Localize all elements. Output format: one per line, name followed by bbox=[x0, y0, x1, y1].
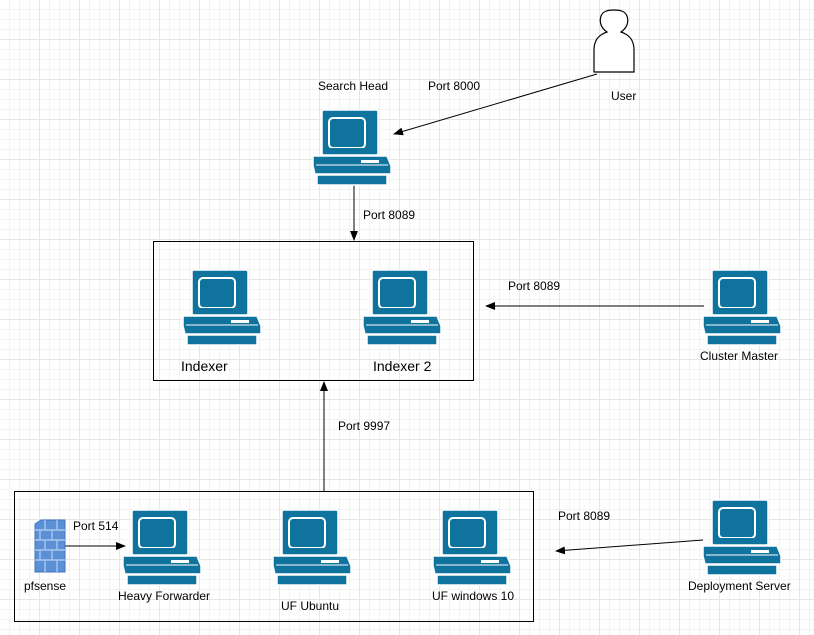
edge-label-port-8089-cluster-master: Port 8089 bbox=[508, 279, 561, 293]
edge-label-port-9997: Port 9997 bbox=[338, 419, 391, 433]
user-icon[interactable] bbox=[593, 9, 635, 73]
user-label: User bbox=[611, 89, 637, 103]
edge-label-port-8089-search-head: Port 8089 bbox=[363, 208, 416, 222]
search-head-computer-icon[interactable] bbox=[312, 109, 392, 186]
edge-deployment-to-forwarders[interactable] bbox=[555, 539, 704, 555]
indexer2-label: Indexer 2 bbox=[373, 358, 432, 374]
uf-windows-label: UF windows 10 bbox=[432, 589, 515, 603]
uf-windows-computer-icon[interactable] bbox=[432, 509, 512, 586]
deployment-server-label: Deployment Server bbox=[688, 579, 791, 593]
indexer-label: Indexer bbox=[181, 358, 228, 374]
forwarder-group-box[interactable] bbox=[14, 491, 534, 622]
cluster-master-computer-icon[interactable] bbox=[702, 269, 782, 346]
heavy-forwarder-label: Heavy Forwarder bbox=[118, 589, 211, 603]
uf-ubuntu-computer-icon[interactable] bbox=[272, 509, 352, 586]
firewall-icon[interactable] bbox=[34, 519, 66, 573]
edge-label-port-514: Port 514 bbox=[73, 519, 119, 533]
edge-label-port-8000: Port 8000 bbox=[428, 79, 481, 93]
cluster-master-label: Cluster Master bbox=[700, 349, 779, 363]
edge-user-to-search-head[interactable] bbox=[393, 73, 598, 136]
heavy-forwarder-computer-icon[interactable] bbox=[122, 509, 202, 586]
indexer2-computer-icon[interactable] bbox=[362, 269, 442, 346]
edge-label-port-8089-deployment: Port 8089 bbox=[558, 509, 611, 523]
indexer-cluster-box[interactable] bbox=[153, 241, 474, 381]
deployment-server-computer-icon[interactable] bbox=[702, 499, 782, 576]
search-head-label: Search Head bbox=[318, 79, 389, 93]
pfsense-label: pfsense bbox=[24, 579, 67, 593]
indexer-computer-icon[interactable] bbox=[182, 269, 262, 346]
uf-ubuntu-label: UF Ubuntu bbox=[281, 599, 340, 613]
